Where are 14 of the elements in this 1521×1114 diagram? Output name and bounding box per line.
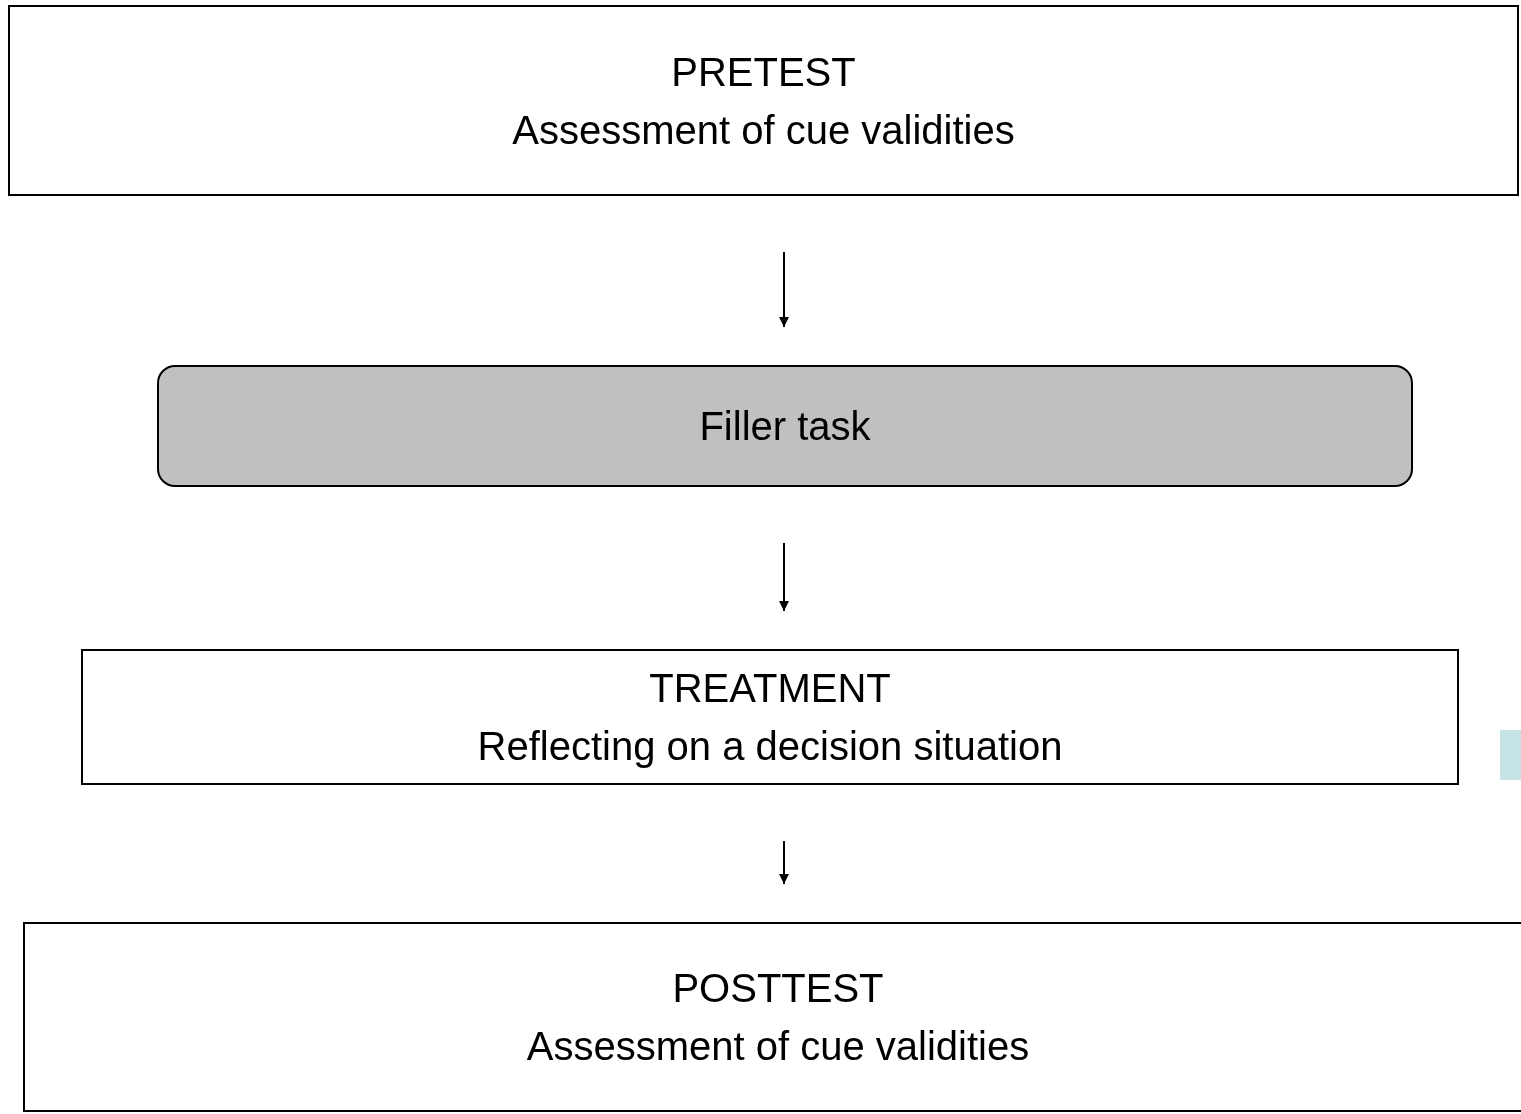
box-text: Reflecting on a decision situation (477, 723, 1063, 770)
box-text: Filler task (699, 403, 871, 450)
rounded-process-box (157, 365, 1413, 487)
arrow (779, 840, 789, 885)
arrow (779, 542, 789, 612)
box-text: Assessment of cue validities (512, 106, 1015, 154)
arrow (779, 251, 789, 328)
box-heading: PRETEST (671, 48, 856, 96)
box-heading: POSTTEST (672, 965, 884, 1012)
box-heading: TREATMENT (649, 665, 891, 712)
process-box (23, 922, 1521, 1112)
process-box (8, 5, 1519, 196)
process-box (81, 649, 1459, 785)
box-text: Assessment of cue validities (526, 1023, 1030, 1070)
